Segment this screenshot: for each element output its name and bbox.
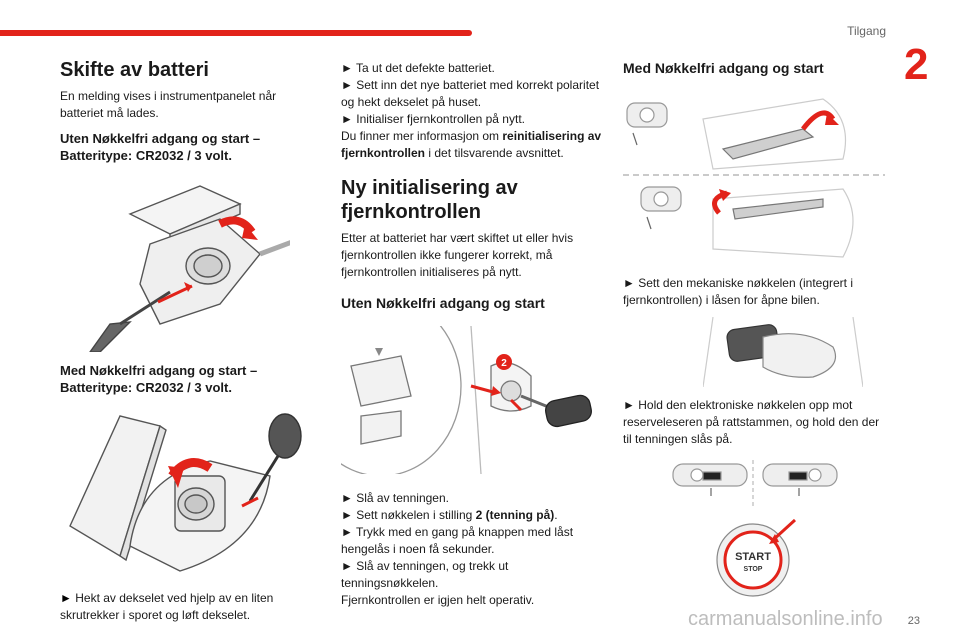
section-label: Tilgang [847, 24, 886, 38]
step-key-position: ► Sett nøkkelen i stilling 2 (tenning på… [341, 507, 609, 524]
column-1: Skifte av batteri En melding vises i ins… [60, 58, 315, 624]
step-insert-battery-text: Sett inn det nye batteriet med korrekt p… [341, 78, 600, 109]
step-remove-key-text: Slå av tenningen, og trekk ut tenningsnø… [341, 559, 509, 590]
heading-with-keyless-reinit: Med Nøkkelfri adgang og start [623, 60, 824, 76]
step-hold-key-text: Hold den elektroniske nøkkelen opp mot r… [623, 398, 880, 446]
step-mechanical-key: ► Sett den mekaniske nøkkelen (integrert… [623, 275, 891, 309]
info-suffix: i det tilsvarende avsnittet. [425, 146, 564, 160]
info-bold: reinitialisering av fjernkontrollen [341, 129, 602, 160]
watermark: carmanualsonline.info [688, 608, 883, 630]
step-remove-cover-text: Hekt av dekselet ved hjelp av en liten s… [60, 591, 274, 622]
bullet-icon: ► [623, 276, 635, 290]
heading-battery-change: Skifte av batteri [60, 59, 209, 81]
keyless-remote-battery-illustration [60, 406, 315, 576]
step-ignition-off-text: Slå av tenningen. [356, 491, 449, 505]
column-2: ► Ta ut det defekte batteriet. ► Sett in… [341, 60, 609, 609]
bullet-icon: ► [623, 398, 635, 412]
step-hold-key: ► Hold den elektroniske nøkkelen opp mot… [623, 397, 891, 448]
heading-with-keyless-battery: Med Nøkkelfri adgang og start – Batterit… [60, 363, 258, 395]
step-press-lock-text: Trykk med en gang på knappen med låst he… [341, 525, 574, 556]
bullet-icon: ► [341, 78, 353, 92]
chapter-number: 2 [904, 40, 929, 89]
final-note: Fjernkontrollen er igjen helt operativ. [341, 593, 535, 607]
stop-label: STOP [744, 566, 763, 573]
step-remove-battery-text: Ta ut det defekte batteriet. [356, 61, 495, 75]
hand-key-illustration [703, 317, 891, 387]
step-mechanical-key-text: Sett den mekaniske nøkkelen (integrert i… [623, 276, 854, 307]
remote-key-battery-illustration [60, 174, 315, 354]
position-badge: 2 [501, 358, 507, 369]
bullet-icon: ► [341, 508, 353, 522]
battery-intro: En melding vises i instrumentpanelet når… [60, 89, 277, 120]
bullet-icon: ► [341, 112, 353, 126]
step-remove-key: ► Slå av tenningen, og trekk ut tennings… [341, 558, 609, 592]
bullet-icon: ► [341, 61, 353, 75]
bullet-icon: ► [341, 491, 353, 505]
step-key-suffix: . [554, 508, 558, 522]
heading-without-keyless-battery: Uten Nøkkelfri adgang og start – Batteri… [60, 131, 261, 163]
step-key-bold: 2 (tenning på) [475, 508, 555, 522]
step-ignition-off: ► Slå av tenningen. [341, 490, 609, 507]
step-remove-cover: ► Hekt av dekselet ved hjelp av en liten… [60, 590, 315, 624]
step-reinit-text: Initialiser fjernkontrollen på nytt. [356, 112, 525, 126]
door-key-illustration [623, 89, 891, 263]
info-prefix: Du finner mer informasjon om [341, 129, 503, 143]
page-number: 23 [907, 615, 920, 627]
bullet-icon: ► [341, 559, 353, 573]
steering-column-reader-illustration: START STOP [623, 460, 891, 600]
heading-without-keyless-reinit: Uten Nøkkelfri adgang og start [341, 295, 545, 311]
step-reinit: ► Initialiser fjernkontrollen på nytt. [341, 111, 609, 128]
start-label: START [735, 551, 771, 563]
heading-reinit-remote: Ny initialisering av fjernkontrollen [341, 177, 518, 223]
step-remove-battery: ► Ta ut det defekte batteriet. [341, 60, 609, 77]
step-key-prefix: Sett nøkkelen i stilling [356, 508, 476, 522]
header-accent-bar [0, 30, 472, 36]
reinit-text: Etter at batteriet har vært skiftet ut e… [341, 231, 574, 279]
bullet-icon: ► [341, 525, 353, 539]
step-press-lock: ► Trykk med en gang på knappen med låst … [341, 524, 609, 558]
step-insert-battery: ► Sett inn det nye batteriet med korrekt… [341, 77, 609, 111]
ignition-key-illustration: 2 [341, 326, 609, 476]
info-reinit: Du finner mer informasjon om reinitialis… [341, 128, 609, 162]
column-3: Med Nøkkelfri adgang og start ► [623, 60, 891, 600]
bullet-icon: ► [60, 591, 72, 605]
